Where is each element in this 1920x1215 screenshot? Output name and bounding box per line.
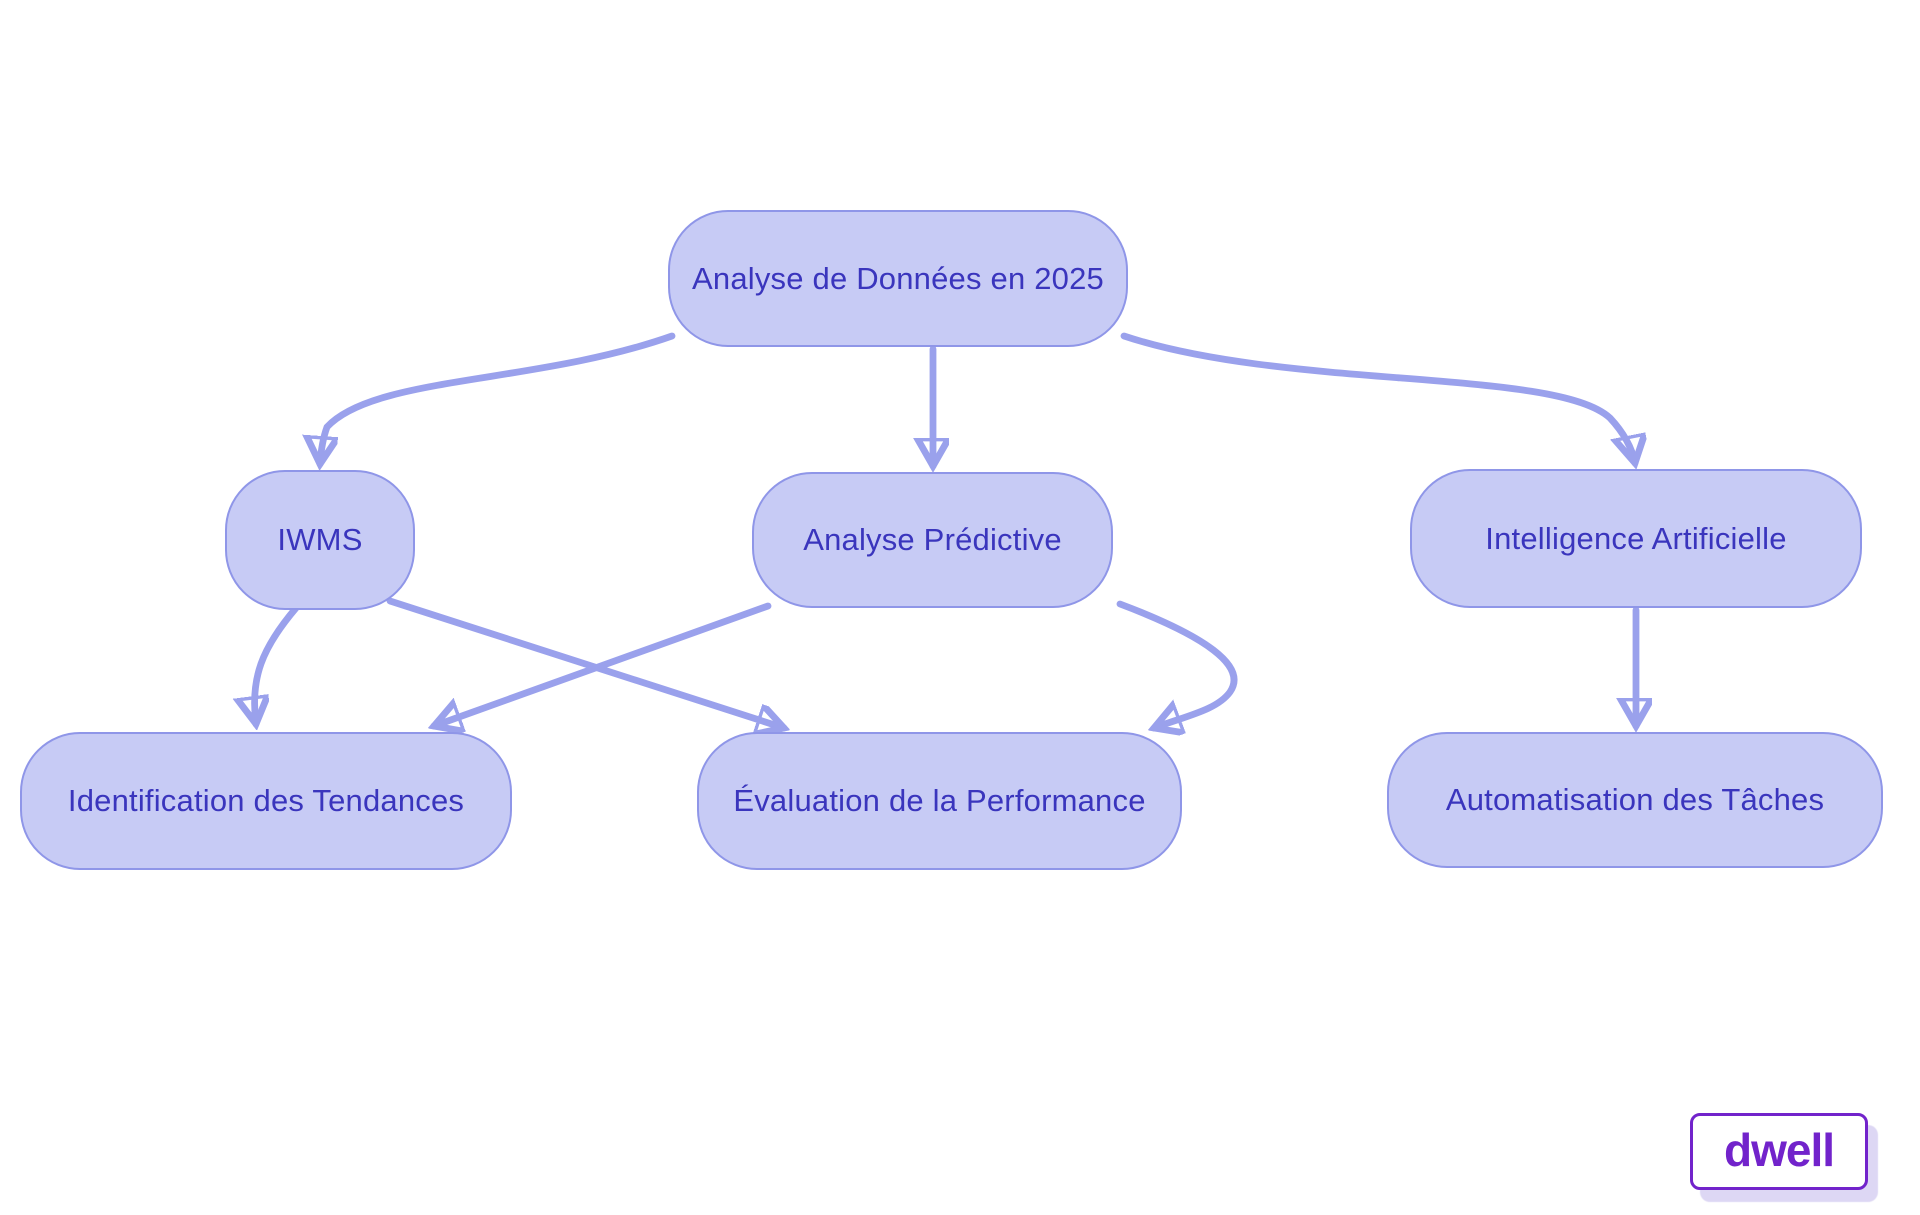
node-label: Automatisation des Tâches xyxy=(1445,782,1825,817)
node-evaluation-de-la-performance: Évaluation de la Performance xyxy=(697,732,1182,870)
edge-root-iwms xyxy=(320,332,676,464)
node-analyse-predictive: Analyse Prédictive xyxy=(752,472,1113,608)
node-automatisation-des-taches: Automatisation des Tâches xyxy=(1387,732,1883,868)
edge-predictive-performance xyxy=(1116,600,1238,728)
node-label: IWMS xyxy=(277,522,363,557)
node-intelligence-artificielle: Intelligence Artificielle xyxy=(1410,469,1862,608)
node-label: Analyse Prédictive xyxy=(803,522,1062,557)
node-iwms: IWMS xyxy=(225,470,415,610)
node-label: Analyse de Données en 2025 xyxy=(692,260,1104,296)
node-label: Identification des Tendances xyxy=(67,783,465,818)
edge-iwms-trends xyxy=(255,604,300,724)
dwell-logo-text: dwell xyxy=(1723,1123,1835,1176)
node-identification-des-tendances: Identification des Tendances xyxy=(20,732,512,870)
dwell-logo: dwell xyxy=(1690,1113,1868,1190)
node-analyse-de-donnees-2025: Analyse de Données en 2025 xyxy=(668,210,1128,347)
node-label: Intelligence Artificielle xyxy=(1485,520,1787,556)
edge-iwms-performance xyxy=(386,597,784,728)
node-label: Évaluation de la Performance xyxy=(733,783,1146,818)
edge-root-ai xyxy=(1120,332,1635,463)
edge-predictive-trends xyxy=(434,602,772,726)
